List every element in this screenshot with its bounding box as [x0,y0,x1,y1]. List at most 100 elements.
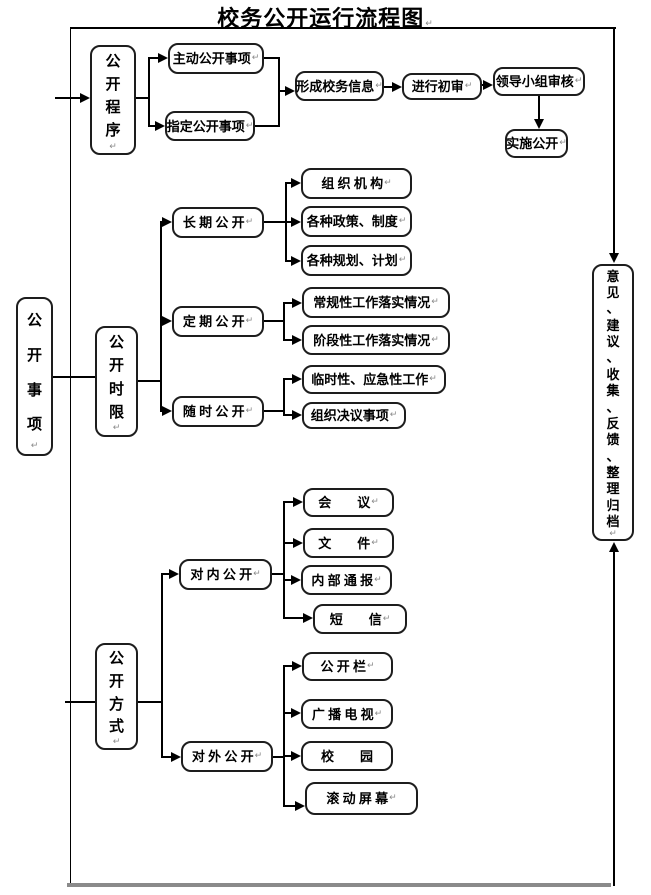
connector-line [70,29,71,886]
connector-line [538,96,540,120]
connector-line [285,182,292,184]
paragraph-mark: ↵ [384,178,392,188]
flow-node-char: 馈 [606,432,620,448]
paragraph-mark: ↵ [112,736,121,747]
arrowhead-right-icon [292,298,302,308]
flow-node-lingdao-shenhe: 领导小组审核↵ [493,67,585,96]
flow-node-label: 广 播 电 视 [311,706,374,722]
connector-line [278,90,286,92]
flow-node-char: 开 [105,76,121,93]
bottom-rule [67,883,611,887]
connector-line [136,97,150,99]
flow-node-zhudong-shixiang: 主动公开事项↵ [168,43,264,74]
flow-node-char: 项 [26,417,42,434]
flow-node-char: 式 [108,719,124,736]
paragraph-mark: ↵ [30,440,39,451]
flow-node-dingqi-gongkai: 定 期 公 开↵ [172,306,264,337]
connector-line [264,57,280,59]
paragraph-mark: ↵ [112,423,121,434]
paragraph-mark: ↵ [366,661,375,671]
arrowhead-right-icon [292,335,302,345]
paragraph-mark: ↵ [398,216,407,226]
arrowhead-down-icon [609,253,619,263]
arrowhead-right-icon [293,497,303,507]
arrowhead-right-icon [155,121,165,131]
flow-node-jinxing-chushen: 进行初审↵ [402,73,482,100]
connector-line [264,320,285,322]
flow-node-label: 会 议 [318,495,371,510]
connector-line [384,86,393,88]
paragraph-mark: ↵ [374,708,383,719]
flow-node-char: 整 [606,465,620,480]
connector-line [613,29,615,254]
paragraph-mark: ↵ [374,574,382,585]
flow-node-label: 公 开 栏 [320,659,366,674]
flow-node-suishi-gongkai: 随 时 公 开↵ [172,396,264,427]
flow-node-zhengce-zhidu: 各种政策、制度↵ [301,206,412,237]
flow-node-char: 程 [105,100,121,116]
arrowhead-down-icon [534,119,544,129]
connector-line [283,805,296,807]
arrowhead-right-icon [483,80,493,90]
flow-node-label: 实施公开 [506,136,559,151]
paragraph-mark: ↵ [389,793,397,803]
flow-node-char: 、 [606,301,620,317]
flow-node-char: 意 [606,268,620,284]
flow-node-label: 组织决议事项 [310,408,389,423]
connector-line [161,756,172,758]
flow-node-label: 长 期 公 开 [182,215,245,230]
arrowhead-right-icon [162,406,172,416]
connector-line [283,665,285,806]
connector-line [283,712,292,714]
connector-line [283,617,304,619]
flow-node-gongkai-fangshi: 公开方式↵ [95,643,138,750]
flow-node-char: 、 [606,350,620,366]
flow-node-char: 开 [26,347,42,364]
paragraph-mark: ↵ [398,255,407,265]
flow-node-zuzhi-jigou: 组 织 机 构↵ [301,168,412,199]
arrowhead-right-icon [291,256,301,266]
flow-node-label: 领导小组审核 [495,74,574,89]
paragraph-mark: ↵ [431,334,439,345]
flow-node-duinei-gongkai: 对 内 公 开↵ [179,559,272,590]
arrowhead-right-icon [169,569,179,579]
flow-node-zhiding-shixiang: 指定公开事项↵ [165,111,255,141]
flow-node-linshi-yingji: 临时性、应急性工作↵ [302,365,446,394]
arrowhead-right-icon [162,316,172,326]
flow-node-shishi-gongkai: 实施公开↵ [505,129,568,158]
flow-node-char: 收 [606,366,620,382]
flow-node-guihua-jihua: 各种规划、计划↵ [301,245,412,276]
connector-line [161,573,163,758]
arrowhead-right-icon [80,93,90,103]
connector-line [283,378,285,416]
paragraph-mark: ↵ [375,80,383,91]
flow-node-label: 常规性工作落实情况 [313,295,431,310]
flow-node-changqi-gongkai: 长 期 公 开↵ [172,207,264,238]
connector-line [283,302,285,341]
flow-node-label: 阶段性工作落实情况 [313,332,431,348]
arrowhead-right-icon [292,661,302,671]
paragraph-mark: ↵ [254,751,263,761]
arrowhead-right-icon [293,538,303,548]
flow-node-char: 、 [606,399,620,415]
paragraph-mark: ↵ [251,53,260,63]
arrowhead-right-icon [292,410,302,420]
arrowhead-right-icon [285,86,295,96]
flow-node-label: 进行初审 [411,79,464,94]
connector-line [161,573,170,575]
arrowhead-up-icon [609,542,619,552]
flow-node-label: 对 外 公 开 [191,749,254,764]
flow-node-char: 集 [606,383,620,399]
flow-node-label: 对 内 公 开 [190,567,253,582]
flow-node-char: 公 [108,334,124,351]
connector-line [272,573,285,575]
arrowhead-right-icon [291,575,301,585]
flow-node-label: 校 园 [320,748,373,764]
connector-line [255,125,280,127]
arrowhead-right-icon [292,374,302,384]
flow-node-char: 时 [108,381,124,398]
flow-node-char: 公 [105,53,121,70]
flow-node-label: 内 部 通 报 [311,572,374,588]
flow-node-jueyi-shixiang: 组织决议事项↵ [302,402,406,429]
